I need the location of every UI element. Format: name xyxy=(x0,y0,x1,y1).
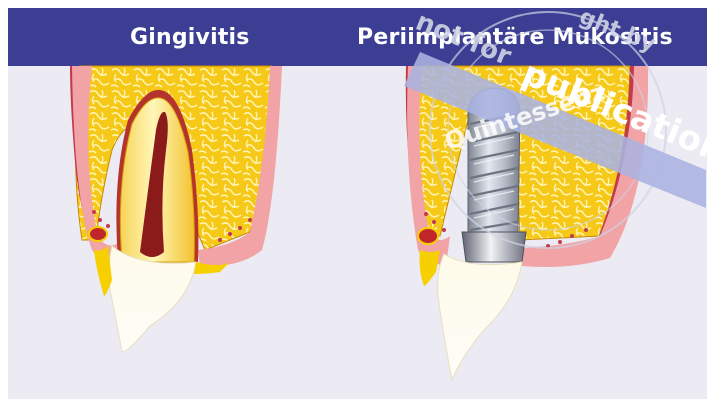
gingivitis-illustration xyxy=(70,66,282,352)
watermark-corner-text: ght by xyxy=(576,4,659,57)
